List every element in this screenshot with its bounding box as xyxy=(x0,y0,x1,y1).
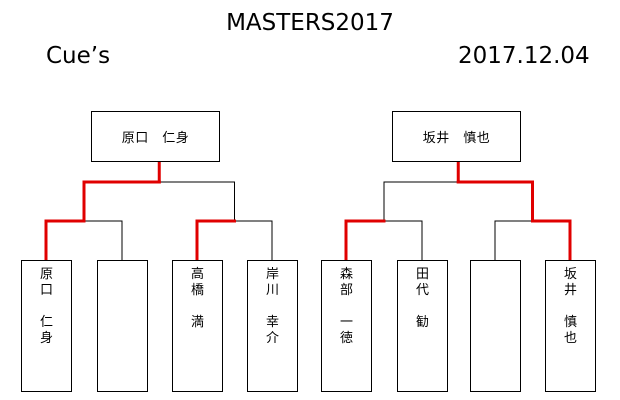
player-name-char: 口 xyxy=(39,283,53,298)
player-name-char: 原 xyxy=(39,267,53,282)
winner-name-left: 原口 仁身 xyxy=(121,131,190,146)
player-name-char xyxy=(322,299,371,315)
player-name-char: 満 xyxy=(190,315,204,330)
venue-name: Cue’s xyxy=(46,43,111,69)
player-box-5: 森部 一徳 xyxy=(321,260,372,392)
player-name-char xyxy=(398,331,447,347)
player-name-char: 身 xyxy=(39,331,53,346)
player-name: 坂井 慎也 xyxy=(546,267,595,347)
player-name: 森部 一徳 xyxy=(322,267,371,347)
player-name-char xyxy=(398,299,447,315)
player-name-char: 高 xyxy=(190,267,204,282)
player-box-3: 高橋 満 xyxy=(172,260,223,392)
player-name-char: 坂 xyxy=(563,267,577,282)
winner-name-right: 坂井 慎也 xyxy=(422,131,491,146)
player-name-char xyxy=(22,299,71,315)
player-name: 田代 勧 xyxy=(398,267,447,347)
player-box-8: 坂井 慎也 xyxy=(545,260,596,392)
player-name-char: 橋 xyxy=(190,283,204,298)
player-name-char: 川 xyxy=(265,283,279,298)
player-name-char: 田 xyxy=(415,267,429,282)
player-box-2 xyxy=(97,260,148,392)
player-name-char: 介 xyxy=(265,331,279,346)
player-name-char: 岸 xyxy=(265,267,279,282)
player-box-6: 田代 勧 xyxy=(397,260,448,392)
player-name-char xyxy=(173,331,222,347)
player-name-char: 部 xyxy=(339,283,353,298)
winner-box-left: 原口 仁身 xyxy=(91,111,220,162)
player-name-char: 代 xyxy=(415,283,429,298)
player-name-char xyxy=(546,299,595,315)
player-box-4: 岸川 幸介 xyxy=(247,260,298,392)
player-name-char: 慎 xyxy=(563,315,577,330)
player-box-1: 原口 仁身 xyxy=(21,260,72,392)
player-name-char: 徳 xyxy=(339,331,353,346)
player-name-char: 仁 xyxy=(39,315,53,330)
player-name-char: 也 xyxy=(563,331,577,346)
player-name-char: 勧 xyxy=(415,315,429,330)
event-date: 2017.12.04 xyxy=(458,43,590,69)
player-name-char: 一 xyxy=(339,315,353,330)
player-name-char xyxy=(248,299,297,315)
tournament-title: MASTERS2017 xyxy=(226,10,394,36)
player-name: 原口 仁身 xyxy=(22,267,71,347)
player-name: 岸川 幸介 xyxy=(248,267,297,347)
player-name: 高橋 満 xyxy=(173,267,222,347)
player-name-char: 井 xyxy=(563,283,577,298)
player-name-char xyxy=(173,299,222,315)
player-name-char: 幸 xyxy=(265,315,279,330)
winner-box-right: 坂井 慎也 xyxy=(392,111,521,162)
player-box-7 xyxy=(470,260,521,392)
player-name-char: 森 xyxy=(339,267,353,282)
